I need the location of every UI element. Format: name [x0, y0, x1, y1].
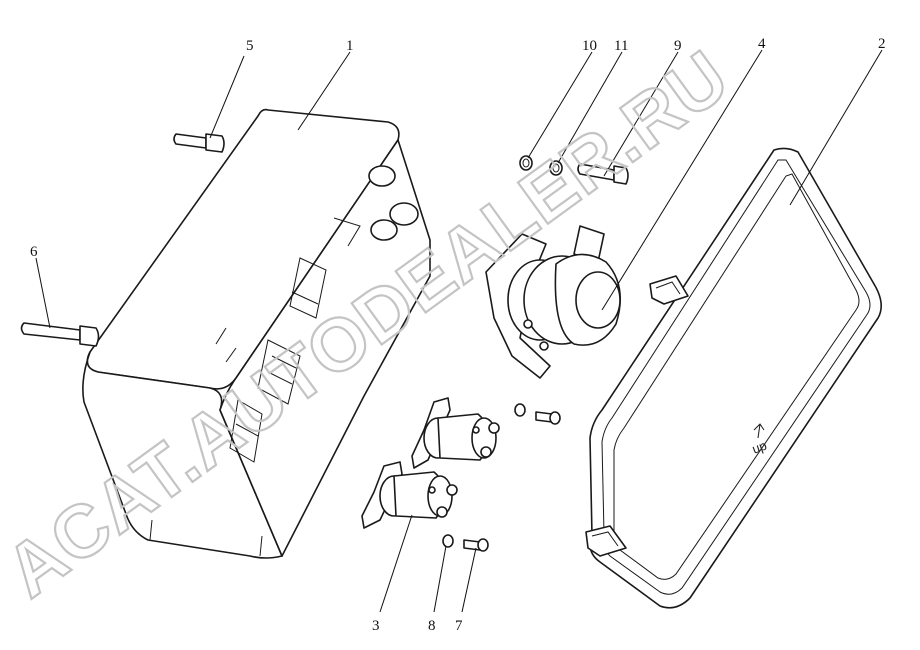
callout-4: 4 [758, 36, 766, 52]
relay-upper [411, 397, 500, 469]
leader-4 [601, 49, 763, 311]
leader-8 [433, 545, 447, 613]
leader-2 [789, 49, 883, 206]
leader-6 [35, 257, 51, 329]
washer-8 [442, 534, 454, 548]
leader-9 [603, 51, 679, 177]
housing-box [82, 108, 431, 559]
bolt-long [20, 322, 100, 347]
callout-5: 5 [246, 38, 254, 54]
washer-10 [519, 155, 533, 171]
leader-1 [297, 51, 351, 131]
cover-lid: up [585, 147, 882, 609]
leader-5 [209, 55, 245, 139]
master-switch [485, 225, 622, 379]
screw-small-upper [535, 411, 561, 425]
leader-11 [557, 51, 623, 164]
callout-9: 9 [674, 38, 682, 54]
leader-7 [461, 547, 477, 613]
leader-10 [527, 51, 593, 159]
washer-small-upper [514, 403, 526, 417]
screw-7 [463, 538, 489, 552]
callout-6: 6 [30, 244, 38, 260]
callout-2: 2 [878, 36, 886, 52]
bolt-short [173, 133, 225, 153]
callout-1: 1 [346, 38, 354, 54]
callout-10: 10 [582, 38, 597, 54]
screw-9 [577, 163, 629, 185]
washer-11 [549, 160, 563, 176]
callout-11: 11 [614, 38, 628, 54]
callout-8: 8 [428, 618, 436, 634]
leader-lines [35, 49, 883, 613]
leader-3 [379, 514, 413, 613]
callout-7: 7 [455, 618, 463, 634]
callout-3: 3 [372, 618, 380, 634]
callout-labels: 1 2 3 4 5 6 7 8 9 10 11 [30, 36, 886, 634]
cover-up-marking: up [750, 438, 769, 457]
relay-lower [361, 461, 458, 529]
